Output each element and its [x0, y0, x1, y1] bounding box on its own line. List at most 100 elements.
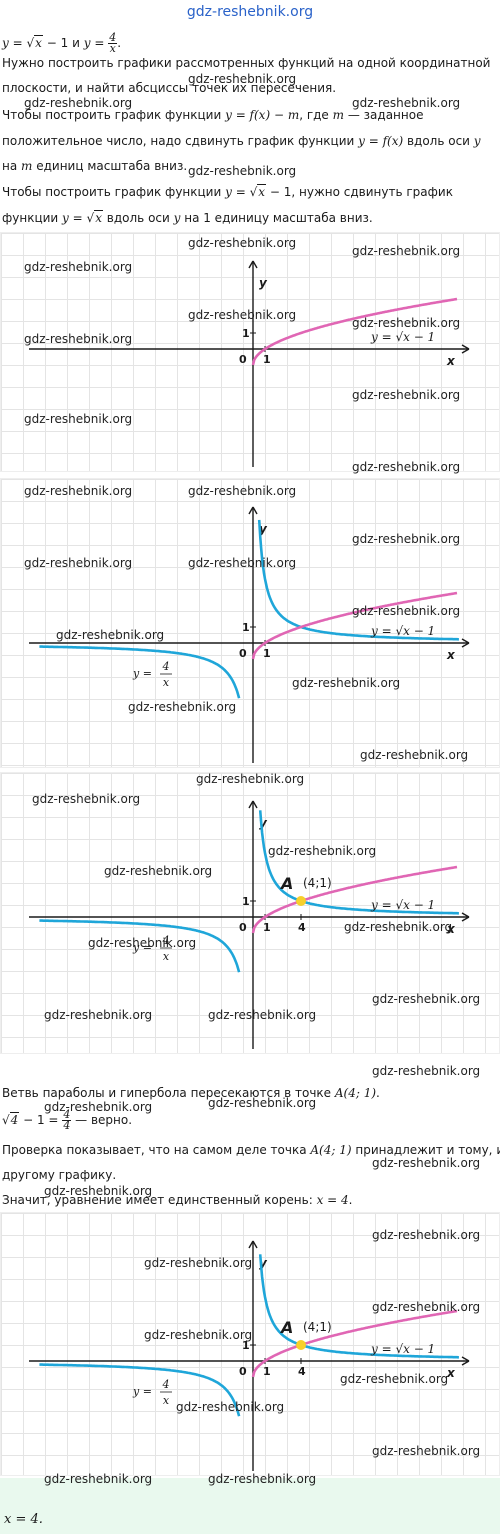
- watermark: gdz-reshebnik.org: [44, 1472, 153, 1486]
- eq-equals: =: [12, 36, 23, 50]
- eq-sqrt-x: x: [34, 35, 43, 50]
- p2a-post: — заданное: [344, 108, 424, 122]
- sqrt-curve: [251, 297, 458, 366]
- watermark: gdz-reshebnik.org: [104, 864, 213, 878]
- hyperbola-label-den: x: [163, 950, 170, 963]
- y-axis-label: y: [259, 522, 268, 536]
- p6-pre: Значит, уравнение имеет единственный кор…: [2, 1193, 317, 1207]
- watermark: gdz-reshebnik.org: [208, 1472, 317, 1486]
- watermark: gdz-reshebnik.org: [352, 604, 461, 618]
- watermark: gdz-reshebnik.org: [24, 332, 133, 346]
- sqrt-curve: [251, 591, 458, 660]
- watermark: gdz-reshebnik.org: [144, 1256, 253, 1270]
- watermark: gdz-reshebnik.org: [44, 1100, 153, 1114]
- tick-label-y1: 1: [242, 1339, 250, 1352]
- x-axis-arrow: [461, 1356, 470, 1366]
- x-axis-arrow: [461, 638, 470, 648]
- origin-label: 0: [239, 1365, 247, 1378]
- paragraph-4: Ветвь параболы и гипербола пересекаются …: [2, 1085, 380, 1101]
- paragraph-5a: Проверка показывает, что на самом деле т…: [2, 1142, 500, 1158]
- hyperbola-right-branch: [257, 519, 459, 641]
- paragraph-1a: Нужно построить графики рассмотренных фу…: [2, 56, 491, 70]
- watermark: gdz-reshebnik.org: [360, 748, 469, 762]
- origin-label: 0: [239, 647, 247, 660]
- sqrt-curve-label: y = √x − 1: [370, 624, 435, 638]
- tick-label-x1: 1: [263, 921, 271, 934]
- p3b-axis-y: y: [173, 211, 181, 225]
- watermark: gdz-reshebnik.org: [372, 1156, 481, 1170]
- watermark: gdz-reshebnik.org: [268, 844, 377, 858]
- hyperbola-left-branch: [39, 919, 241, 973]
- p4-pre: Ветвь параболы и гипербола пересекаются …: [2, 1086, 335, 1100]
- watermark: gdz-reshebnik.org: [188, 236, 297, 250]
- p3b-sqrt: √x: [86, 210, 103, 225]
- y-axis-label: y: [259, 1256, 268, 1270]
- eq-equals2: =: [94, 36, 105, 50]
- watermark: gdz-reshebnik.org: [24, 412, 133, 426]
- paragraph-2a: Чтобы построить график функции y = f(x) …: [2, 107, 423, 123]
- watermark: gdz-reshebnik.org: [352, 532, 461, 546]
- hyperbola-left-branch: [39, 645, 241, 699]
- watermark: gdz-reshebnik.org: [188, 308, 297, 322]
- p2a-mid: , где: [299, 108, 333, 122]
- watermark: gdz-reshebnik.org: [128, 700, 237, 714]
- point-a-coords: (4;1): [303, 876, 332, 890]
- watermark: gdz-reshebnik.org: [188, 164, 297, 178]
- check-frac-den: 4: [63, 1119, 71, 1132]
- check-frac-num: 4: [62, 1108, 72, 1121]
- p3a-minus1: − 1: [269, 185, 292, 199]
- watermark: gdz-reshebnik.org: [372, 1228, 481, 1242]
- tick-label-y1: 1: [242, 621, 250, 634]
- point-a-label: A: [279, 1318, 293, 1337]
- p2b-y: y: [473, 134, 481, 148]
- p3a-sqrt-x: x: [257, 184, 267, 199]
- watermark: gdz-reshebnik.org: [372, 992, 481, 1006]
- watermark: gdz-reshebnik.org: [188, 72, 297, 86]
- tick-label-x1: 1: [263, 353, 271, 366]
- p3b-mid: вдоль оси: [102, 211, 174, 225]
- watermark: gdz-reshebnik.org: [352, 316, 461, 330]
- watermark: gdz-reshebnik.org: [352, 244, 461, 258]
- p2b-pre: положительное число, надо сдвинуть графи…: [2, 134, 359, 148]
- sqrt-curve: [251, 1309, 458, 1378]
- check-sqrt: √4: [2, 1112, 20, 1127]
- p3a-pre: Чтобы построить график функции: [2, 185, 226, 199]
- y-axis-label: y: [259, 276, 268, 290]
- site-header: gdz-reshebnik.org: [0, 0, 500, 24]
- p3a-y: y: [225, 185, 232, 199]
- hyperbola-label-lhs: y =: [132, 667, 152, 680]
- p3b-eq: =: [72, 211, 83, 225]
- watermark: gdz-reshebnik.org: [372, 1300, 481, 1314]
- site-link[interactable]: gdz-reshebnik.org: [186, 4, 314, 20]
- p6-root: x = 4: [316, 1193, 349, 1207]
- paragraph-6: Значит, уравнение имеет единственный кор…: [2, 1192, 352, 1208]
- tick-label-y1: 1: [242, 327, 250, 340]
- y-axis-arrow: [248, 1240, 258, 1249]
- watermark: gdz-reshebnik.org: [56, 628, 165, 642]
- tick-label-x4: 4: [298, 1365, 306, 1378]
- sqrt-curve: [251, 865, 458, 934]
- x-axis-label: x: [446, 648, 456, 662]
- hyperbola-right-branch: [258, 1254, 459, 1359]
- hyperbola-right-branch: [258, 810, 459, 915]
- watermark: gdz-reshebnik.org: [44, 1008, 153, 1022]
- watermark: gdz-reshebnik.org: [340, 1372, 449, 1386]
- watermark: gdz-reshebnik.org: [88, 936, 197, 950]
- origin-label: 0: [239, 921, 247, 934]
- p3a-sqrt: √x: [249, 184, 267, 199]
- watermark: gdz-reshebnik.org: [344, 920, 453, 934]
- point-a-label: A: [279, 874, 293, 893]
- tick-label-y1: 1: [242, 895, 250, 908]
- watermark: gdz-reshebnik.org: [44, 1184, 153, 1198]
- p2a-pre: Чтобы построить график функции: [2, 108, 226, 122]
- p3b-y: y: [62, 211, 69, 225]
- p4-post: .: [376, 1086, 380, 1100]
- check-sqrt-val: 4: [9, 1112, 20, 1127]
